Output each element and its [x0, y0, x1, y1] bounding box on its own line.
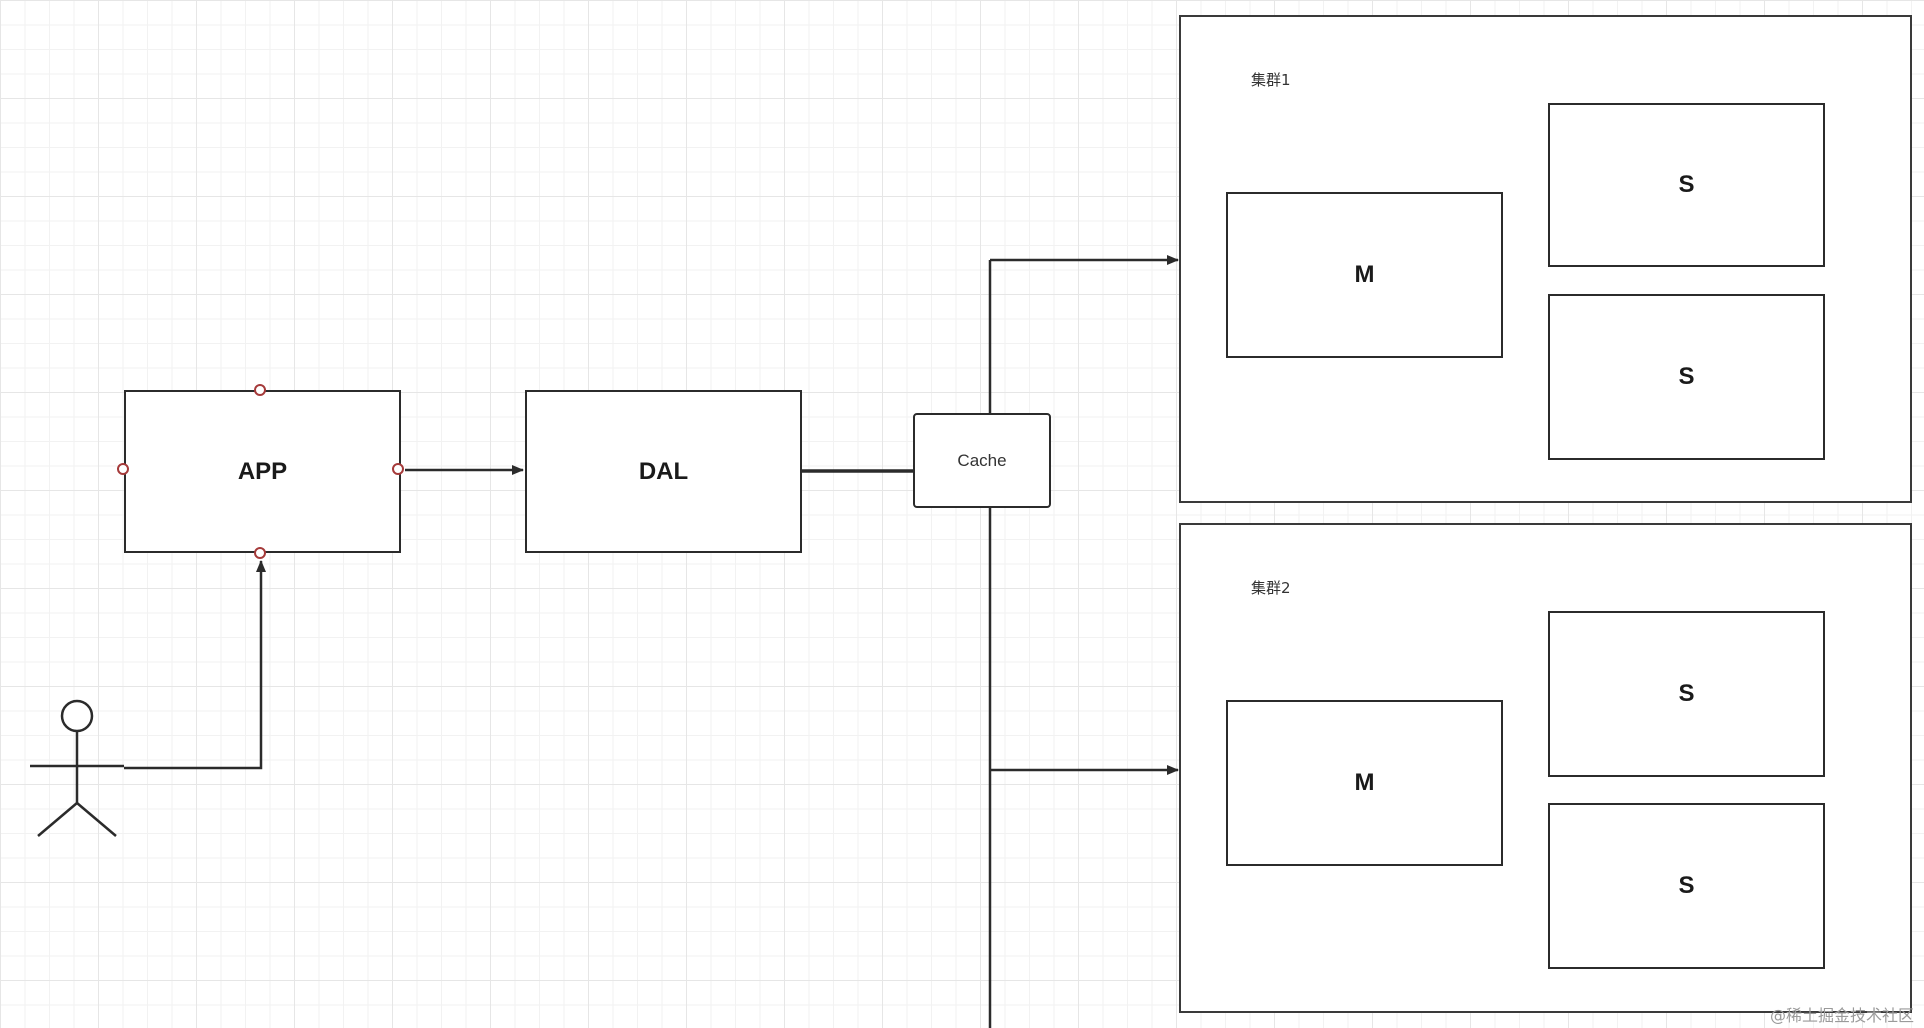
slave-node-label: S	[1678, 171, 1695, 198]
master-node-label: M	[1354, 261, 1375, 288]
connection-handle-icon[interactable]	[254, 384, 266, 396]
cluster-1-title: 集群1	[1251, 71, 1291, 89]
connection-handle-icon[interactable]	[254, 547, 266, 559]
cluster-2-master-node[interactable]: M	[1226, 700, 1503, 866]
app-node-label: APP	[237, 457, 288, 485]
cluster-2-slave-node-2[interactable]: S	[1548, 803, 1825, 969]
watermark-text: @稀土掘金技术社区	[1769, 1006, 1914, 1025]
app-node[interactable]: APP	[124, 390, 401, 553]
cluster-1-slave-node-2[interactable]: S	[1548, 294, 1825, 460]
connection-handle-icon[interactable]	[392, 463, 404, 475]
dal-node[interactable]: DAL	[525, 390, 802, 553]
connector-actor-app[interactable]	[124, 560, 266, 770]
cluster-1-master-node[interactable]: M	[1226, 192, 1503, 358]
cluster-1-slave-node-1[interactable]: S	[1548, 103, 1825, 267]
connection-handle-icon[interactable]	[117, 463, 129, 475]
actor-icon[interactable]	[30, 699, 124, 837]
slave-node-label: S	[1678, 363, 1695, 390]
cache-node[interactable]: Cache	[913, 413, 1051, 508]
cluster-2-title: 集群2	[1251, 579, 1291, 597]
dal-node-label: DAL	[638, 457, 689, 485]
cluster-2-slave-node-1[interactable]: S	[1548, 611, 1825, 777]
master-node-label: M	[1354, 769, 1375, 796]
slave-node-label: S	[1678, 872, 1695, 899]
slave-node-label: S	[1678, 680, 1695, 707]
cache-node-label: Cache	[957, 450, 1007, 470]
